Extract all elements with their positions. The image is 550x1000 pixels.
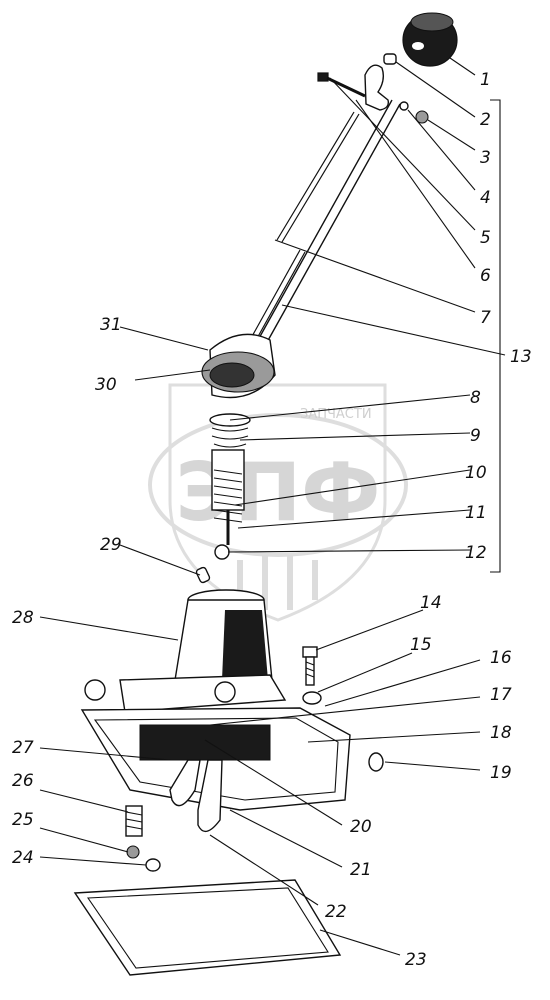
callout-28: 28: [12, 608, 34, 628]
bolt-14: [302, 646, 318, 686]
callout-17: 17: [490, 685, 512, 705]
callout-5: 5: [480, 228, 491, 248]
callout-2: 2: [480, 110, 491, 130]
cover-housing: [80, 674, 351, 811]
knob: [402, 12, 458, 67]
bushing: [383, 53, 397, 65]
callout-21: 21: [350, 860, 372, 880]
callout-16: 16: [490, 648, 512, 668]
lever-head: [364, 64, 390, 111]
callout-23: 23: [405, 950, 427, 970]
callout-3: 3: [480, 148, 491, 168]
pin: [195, 566, 211, 584]
callout-8: 8: [470, 388, 481, 408]
plug-24: [145, 858, 161, 872]
callout-29: 29: [100, 535, 122, 555]
rubber-boot: [201, 333, 276, 399]
leader-lines: [39, 57, 506, 956]
callout-30: 30: [95, 375, 117, 395]
callout-9: 9: [470, 426, 481, 446]
callout-6: 6: [480, 266, 491, 286]
callout-24: 24: [12, 848, 34, 868]
callout-31: 31: [100, 315, 122, 335]
callout-12: 12: [465, 543, 487, 563]
callout-18: 18: [490, 723, 512, 743]
washer-15: [302, 691, 322, 705]
shift-forks: [169, 759, 223, 833]
watermark-logo: ЗАПЧАСТИ ЭПФ: [148, 383, 408, 622]
lower-spring: [211, 449, 245, 545]
callout-13: 13: [510, 347, 532, 367]
lever-rod: [257, 99, 401, 345]
gasket: [73, 879, 342, 976]
plug-19: [368, 752, 384, 772]
callout-4: 4: [480, 188, 491, 208]
detent-spring: [125, 805, 143, 837]
callout-22: 22: [325, 902, 347, 922]
housing-tower: [174, 589, 273, 681]
callout-26: 26: [12, 771, 34, 791]
callout-1: 1: [480, 70, 491, 90]
callout-11: 11: [465, 503, 487, 523]
callout-15: 15: [410, 635, 432, 655]
callout-19: 19: [490, 763, 512, 783]
washer: [399, 101, 409, 111]
bolt-top: [317, 72, 366, 98]
callout-14: 14: [420, 593, 442, 613]
watermark-brand: ЭПФ: [176, 446, 381, 539]
push-rod: [249, 111, 360, 343]
detent-ball: [126, 845, 140, 859]
callout-7: 7: [480, 308, 491, 328]
group-bracket: [490, 99, 501, 573]
callout-25: 25: [12, 810, 34, 830]
ball-end: [214, 544, 230, 560]
callout-20: 20: [350, 817, 372, 837]
callout-27: 27: [12, 738, 34, 758]
nut: [415, 110, 429, 124]
callout-10: 10: [465, 463, 487, 483]
